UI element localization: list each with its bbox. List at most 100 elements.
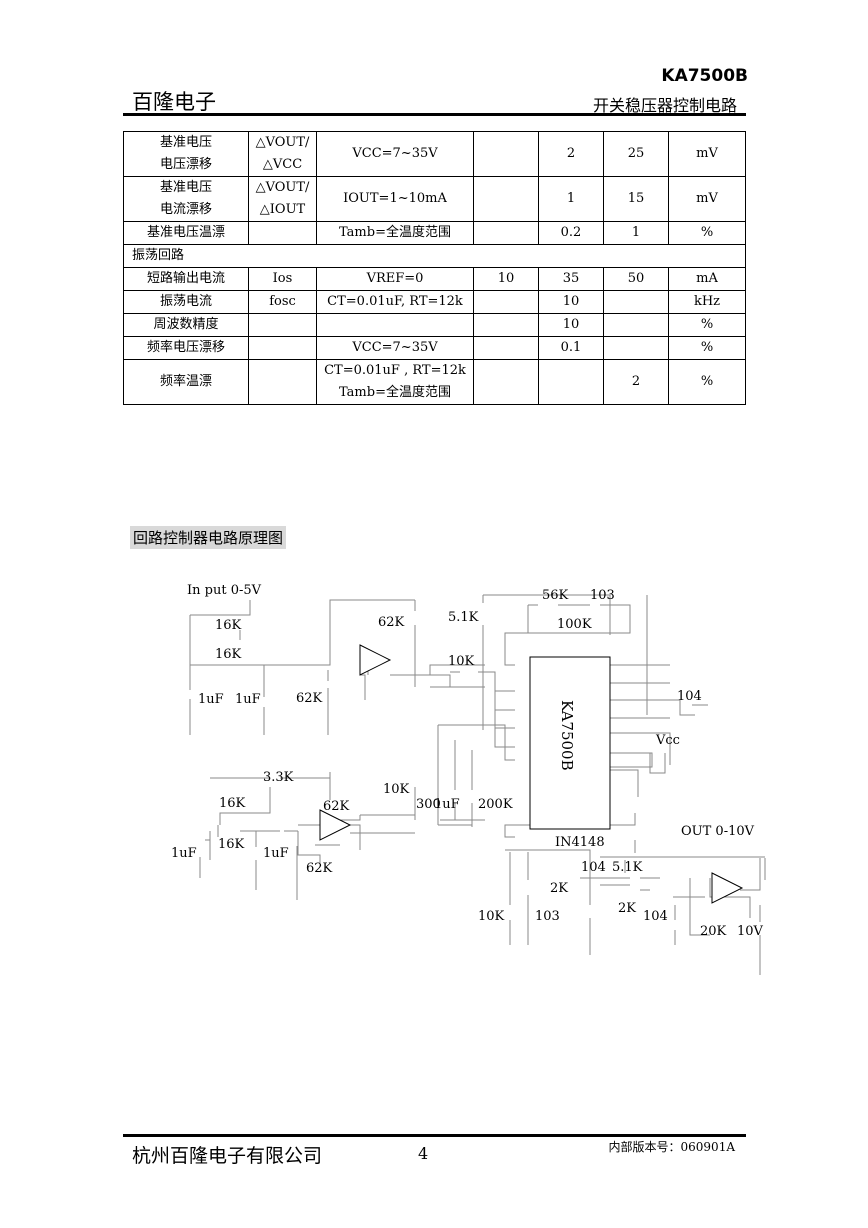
label-zener: 10V: [737, 924, 764, 939]
label-r100k: 100K: [557, 617, 592, 632]
label-r200k: 200K: [478, 797, 513, 812]
cell-max: 50: [603, 267, 669, 291]
cell-condition: IOUT=1~10mA: [316, 176, 474, 222]
cell-max: 2: [603, 359, 669, 405]
cell-symbol: Ios: [248, 267, 317, 291]
label-r62k-top: 62K: [378, 615, 405, 630]
label-r2k-b: 2K: [618, 901, 636, 916]
cell-unit: %: [668, 359, 746, 405]
label-r2k-a: 2K: [550, 881, 568, 896]
cell-name-line: 振荡电流: [159, 294, 212, 309]
cell-condition-line: IOUT=1~10mA: [343, 191, 447, 206]
cell-condition-line: CT=0.01uF , RT=12k: [324, 363, 466, 378]
cell-unit: mV: [668, 131, 746, 177]
cell-max: [603, 290, 669, 314]
cell-min: [473, 176, 539, 222]
cell-condition-line: VCC=7~35V: [352, 146, 438, 161]
label-r62k-a: 62K: [296, 691, 323, 706]
cell-condition-line: CT=0.01uF, RT=12k: [327, 294, 463, 309]
label-c1uf-e: 1uF: [434, 797, 460, 812]
cell-symbol-line: fosc: [269, 294, 296, 309]
cell-symbol: [248, 336, 317, 360]
cell-name: 频率电压漂移: [123, 336, 249, 360]
cell-name-line: 基准电压: [159, 180, 212, 195]
company-name: 百隆电子: [132, 90, 216, 114]
cell-name: 基准电压电流漂移: [123, 176, 249, 222]
label-r51k: 5.1K: [448, 610, 479, 625]
page-number: 4: [418, 1144, 429, 1163]
label-c104-b: 104: [581, 860, 606, 875]
cell-typ: 10: [538, 313, 604, 337]
label-vcc: Vcc: [655, 733, 680, 748]
cell-symbol-line: △VOUT/: [255, 135, 310, 150]
cell-symbol: [248, 221, 317, 245]
label-r16k-c: 16K: [219, 796, 246, 811]
cell-symbol-line: △VOUT/: [255, 180, 310, 195]
document-version: 内部版本号：060901A: [608, 1140, 735, 1154]
cell-name: 短路输出电流: [123, 267, 249, 291]
label-c103-b: 103: [535, 909, 560, 924]
schematic-title: 回路控制器电路原理图: [130, 526, 287, 549]
label-r20k: 20K: [700, 924, 727, 939]
cell-typ: 2: [538, 131, 604, 177]
label-c1uf-d: 1uF: [263, 846, 289, 861]
cell-unit: %: [668, 313, 746, 337]
cell-max: 1: [603, 221, 669, 245]
cell-symbol: fosc: [248, 290, 317, 314]
cell-name-line: 频率温漂: [159, 374, 212, 389]
cell-min: [473, 359, 539, 405]
cell-symbol-line: △VCC: [262, 157, 303, 172]
label-c1uf-a: 1uF: [198, 692, 224, 707]
part-number: KA7500B: [661, 66, 748, 86]
op-amp-2: [319, 809, 352, 841]
cell-condition: VCC=7~35V: [316, 131, 474, 177]
cell-condition: [316, 313, 474, 337]
cell-condition: Tamb=全温度范围: [316, 221, 474, 245]
cell-condition: CT=0.01uF, RT=12k: [316, 290, 474, 314]
label-c1uf-b: 1uF: [235, 692, 261, 707]
cell-symbol: [248, 313, 317, 337]
cell-name-line: 周波数精度: [153, 317, 219, 332]
cell-name: 基准电压电压漂移: [123, 131, 249, 177]
label-c104-c: 104: [643, 909, 668, 924]
cell-max: [603, 313, 669, 337]
cell-name-line: 短路输出电流: [146, 271, 225, 286]
cell-name: 基准电压温漂: [123, 221, 249, 245]
table-row: 周波数精度 10%: [123, 313, 746, 337]
document-description: 开关稳压器控制电路: [592, 96, 737, 115]
cell-condition: VCC=7~35V: [316, 336, 474, 360]
cell-min: [473, 336, 539, 360]
cell-typ: 0.1: [538, 336, 604, 360]
cell-typ: 1: [538, 176, 604, 222]
label-input: In put 0-5V: [187, 583, 262, 598]
cell-unit: %: [668, 221, 746, 245]
label-diode: IN4148: [555, 835, 605, 850]
label-c104-right: 104: [677, 689, 702, 704]
cell-min: [473, 290, 539, 314]
cell-symbol: △VOUT/ △IOUT: [248, 176, 317, 222]
footer-company: 杭州百隆电子有限公司: [132, 1145, 323, 1167]
cell-condition-line: VREF=0: [366, 271, 424, 286]
cell-max: 25: [603, 131, 669, 177]
cell-min: [473, 131, 539, 177]
cell-condition: VREF=0: [316, 267, 474, 291]
label-c103-top: 103: [590, 588, 615, 603]
cell-name-line: 电流漂移: [159, 202, 212, 217]
cell-typ: 0.2: [538, 221, 604, 245]
cell-symbol: [248, 359, 317, 405]
op-amp-1: [359, 644, 392, 676]
cell-symbol-line: Ios: [272, 271, 293, 286]
label-c1uf-c: 1uF: [171, 846, 197, 861]
cell-symbol-line: △IOUT: [259, 202, 306, 217]
cell-condition-line: VCC=7~35V: [352, 340, 438, 355]
label-r16k-d: 16K: [218, 837, 245, 852]
cell-min: 10: [473, 267, 539, 291]
